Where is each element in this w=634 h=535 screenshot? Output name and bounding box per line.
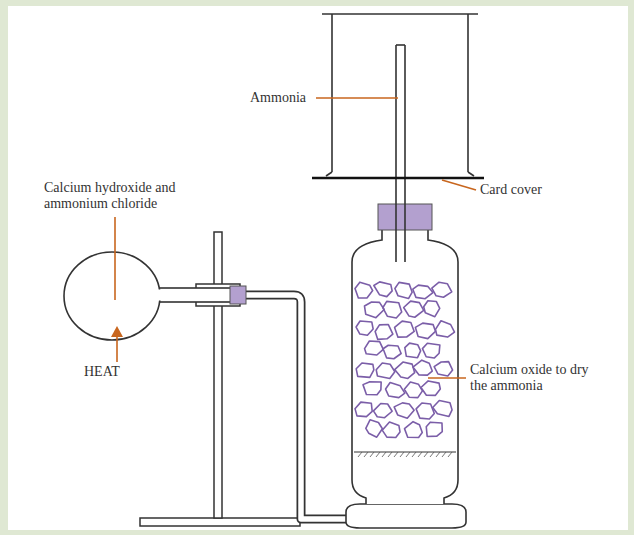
hatch-stroke: [412, 452, 416, 457]
hatch-stroke: [448, 452, 452, 457]
lump: [422, 343, 439, 358]
hatch-stroke: [418, 452, 422, 457]
part-label: Calcium oxide to dry the ammonia: [470, 362, 598, 394]
hatch-stroke: [376, 452, 380, 457]
heat-label: HEAT: [84, 364, 144, 380]
hatch-stroke: [382, 452, 386, 457]
hatch-stroke: [442, 452, 446, 457]
lump: [421, 381, 440, 395]
lump: [395, 282, 412, 298]
lump: [413, 285, 433, 299]
lump: [382, 422, 400, 438]
lump: [424, 301, 440, 317]
hatch-stroke: [406, 452, 410, 457]
lump: [355, 282, 373, 298]
lump: [426, 422, 442, 436]
lump: [432, 282, 452, 297]
lump: [355, 402, 372, 417]
lump: [404, 382, 422, 398]
hatch-stroke: [370, 452, 374, 457]
lump: [383, 345, 401, 358]
flask-stopper: [230, 286, 246, 304]
lump: [394, 403, 414, 418]
delivery-tube: [240, 295, 350, 519]
gas-label: Ammonia: [250, 90, 314, 106]
lump: [365, 341, 384, 355]
lump: [376, 363, 395, 379]
lump: [415, 323, 435, 339]
lump: [395, 321, 415, 337]
lump: [405, 343, 421, 358]
retort-stand: [140, 232, 300, 526]
gauze-hatching: [358, 452, 452, 457]
lump: [436, 321, 455, 337]
card-cover: [312, 177, 484, 180]
lump: [373, 404, 392, 418]
lump: [383, 301, 402, 318]
lump: [416, 403, 434, 419]
lump: [395, 362, 415, 378]
lump: [413, 360, 432, 375]
lump: [386, 383, 405, 398]
calcium-oxide-lumps: [355, 282, 454, 438]
lump: [364, 302, 384, 318]
lump: [356, 321, 373, 335]
drying-tower: [346, 226, 466, 528]
frame: [8, 6, 628, 530]
lump: [363, 382, 381, 395]
lump: [434, 362, 452, 376]
hatch-stroke: [358, 452, 362, 457]
lump: [356, 363, 374, 377]
leader-lines: [111, 98, 476, 378]
round-bottom-flask: [64, 252, 232, 340]
lump: [433, 400, 452, 416]
hatch-stroke: [394, 452, 398, 457]
lump: [366, 420, 383, 437]
hatch-stroke: [388, 452, 392, 457]
gas-jar: [322, 14, 478, 176]
lump: [374, 282, 392, 297]
hatch-stroke: [400, 452, 404, 457]
lump: [375, 325, 393, 340]
lump: [404, 422, 422, 438]
part-label: Card cover: [480, 182, 590, 198]
lump: [404, 301, 424, 317]
hatch-stroke: [424, 452, 428, 457]
reagent-label: Calcium hydroxide and ammonium chloride: [44, 180, 184, 212]
hatch-stroke: [436, 452, 440, 457]
outlet-tube: [396, 45, 405, 262]
hatch-stroke: [364, 452, 368, 457]
hatch-stroke: [430, 452, 434, 457]
